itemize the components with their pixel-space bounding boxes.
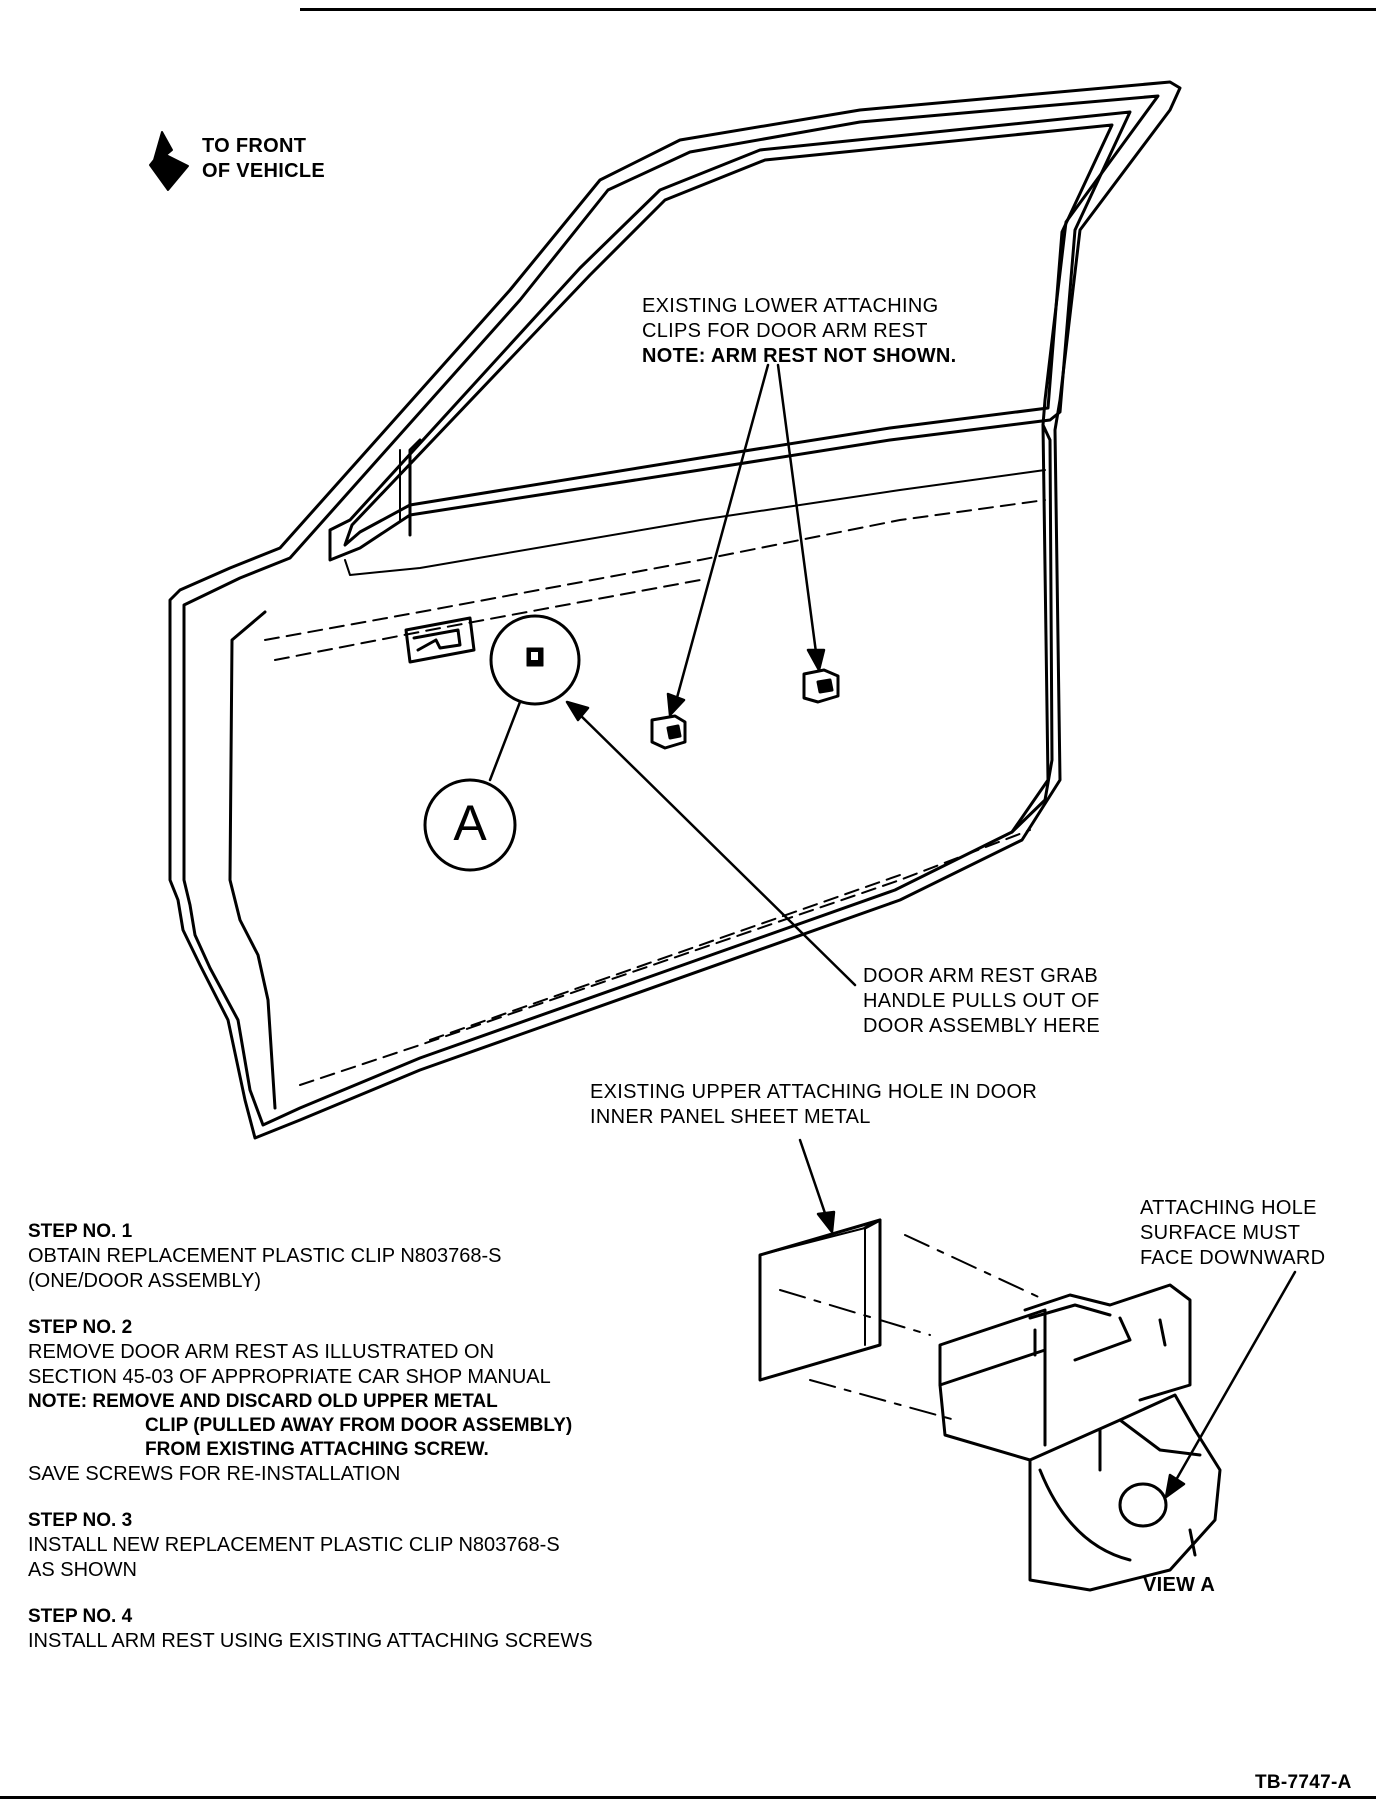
step-4-line-1: INSTALL ARM REST USING EXISTING ATTACHIN…	[28, 1630, 593, 1652]
step-2: STEP NO. 2 REMOVE DOOR ARM REST AS ILLUS…	[28, 1316, 708, 1487]
upper-hole-line-1: EXISTING UPPER ATTACHING HOLE IN DOOR	[590, 1081, 1038, 1103]
step-2-line-1: REMOVE DOOR ARM REST AS ILLUSTRATED ON	[28, 1341, 495, 1363]
lower-clip-right	[802, 668, 840, 704]
step-3: STEP NO. 3 INSTALL NEW REPLACEMENT PLAST…	[28, 1509, 708, 1583]
step-3-line-2: AS SHOWN	[28, 1559, 137, 1581]
step-2-title: STEP NO. 2	[28, 1317, 133, 1338]
steps-list: STEP NO. 1 OBTAIN REPLACEMENT PLASTIC CL…	[28, 1220, 708, 1676]
grab-handle-line-2: HANDLE PULLS OUT OF	[863, 990, 1100, 1012]
attaching-hole-line-1: ATTACHING HOLE	[1140, 1197, 1317, 1219]
step-3-line-1: INSTALL NEW REPLACEMENT PLASTIC CLIP N80…	[28, 1534, 560, 1556]
alignment-lines	[779, 1234, 1046, 1421]
attaching-hole-callout: ATTACHING HOLE SURFACE MUST FACE DOWNWAR…	[1140, 1196, 1325, 1271]
step-1-title: STEP NO. 1	[28, 1221, 133, 1242]
step-2-line-3: SAVE SCREWS FOR RE-INSTALLATION	[28, 1463, 401, 1485]
bottom-rule	[0, 1796, 1376, 1799]
step-1-line-2: (ONE/DOOR ASSEMBLY)	[28, 1270, 262, 1292]
step-1-line-1: OBTAIN REPLACEMENT PLASTIC CLIP N803768-…	[28, 1245, 502, 1267]
belt-line	[264, 499, 1046, 1086]
door-frame	[168, 80, 1182, 1140]
door-handle	[404, 616, 476, 664]
step-2-line-2: SECTION 45-03 OF APPROPRIATE CAR SHOP MA…	[28, 1366, 551, 1388]
attaching-hole-leader	[1164, 1270, 1297, 1499]
attaching-hole-line-2: SURFACE MUST	[1140, 1222, 1301, 1244]
window-opening	[328, 110, 1132, 576]
upper-hole-line-2: INNER PANEL SHEET METAL	[590, 1106, 871, 1128]
lower-clips-callout: EXISTING LOWER ATTACHING CLIPS FOR DOOR …	[642, 294, 957, 369]
step-2-note-1: NOTE: REMOVE AND DISCARD OLD UPPER METAL	[28, 1391, 498, 1412]
detail-a-label: A	[453, 795, 487, 851]
direction-label: TO FRONT OF VEHICLE	[202, 134, 325, 184]
upper-hole-leader	[798, 1138, 836, 1234]
detail-a-circle	[423, 778, 517, 872]
grab-handle-callout: DOOR ARM REST GRAB HANDLE PULLS OUT OF D…	[863, 964, 1100, 1039]
lower-clip-left	[650, 714, 687, 750]
top-rule	[300, 8, 1376, 11]
lower-clips-note: NOTE: ARM REST NOT SHOWN.	[642, 345, 957, 367]
lower-clips-line-2: CLIPS FOR DOOR ARM REST	[642, 320, 928, 342]
sheet-metal-panel	[758, 1218, 882, 1382]
grab-handle-line-3: DOOR ASSEMBLY HERE	[863, 1015, 1100, 1037]
direction-line-2: OF VEHICLE	[202, 160, 326, 182]
lower-clips-line-1: EXISTING LOWER ATTACHING	[642, 295, 939, 317]
view-a-label: VIEW A	[1143, 1574, 1216, 1596]
step-4: STEP NO. 4 INSTALL ARM REST USING EXISTI…	[28, 1605, 708, 1654]
direction-line-1: TO FRONT	[202, 135, 307, 157]
upper-hole-circle	[489, 614, 581, 706]
plastic-clip	[938, 1283, 1222, 1592]
grab-handle-leader	[565, 700, 857, 987]
lower-clips-leaders	[666, 363, 826, 717]
step-2-note-2: CLIP (PULLED AWAY FROM DOOR ASSEMBLY)	[145, 1415, 573, 1436]
step-3-title: STEP NO. 3	[28, 1510, 133, 1531]
arrow-up-left-icon	[149, 131, 189, 191]
upper-hole-callout: EXISTING UPPER ATTACHING HOLE IN DOOR IN…	[590, 1080, 1037, 1130]
step-2-note-3: FROM EXISTING ATTACHING SCREW.	[145, 1439, 489, 1460]
attaching-hole-line-3: FACE DOWNWARD	[1140, 1247, 1326, 1269]
step-1: STEP NO. 1 OBTAIN REPLACEMENT PLASTIC CL…	[28, 1220, 708, 1294]
detail-a-leader	[488, 700, 522, 782]
figure-id: TB-7747-A	[1255, 1772, 1352, 1793]
step-4-title: STEP NO. 4	[28, 1606, 133, 1627]
grab-handle-line-1: DOOR ARM REST GRAB	[863, 965, 1099, 987]
attaching-hole	[1118, 1482, 1168, 1528]
